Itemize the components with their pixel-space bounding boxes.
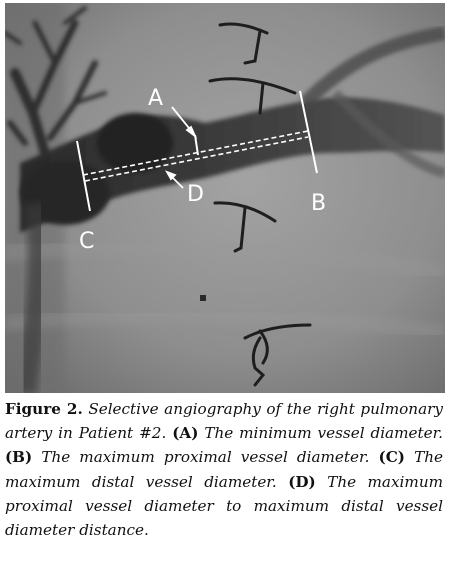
vessel-branches bbox=[5, 6, 107, 158]
pointer-arrows bbox=[164, 106, 198, 189]
caption-a-text: The minimum ves­sel diameter. bbox=[204, 424, 444, 443]
caption-intro: Selective angiography of the right pul­m… bbox=[5, 400, 443, 443]
caption-d-label: (D) bbox=[288, 472, 316, 491]
angiography-svg: A D B C bbox=[5, 3, 445, 393]
line-d bbox=[82, 130, 309, 182]
caption-d-text: The maximum proximal vessel diameter to … bbox=[5, 472, 443, 540]
line-a bbox=[194, 134, 199, 156]
label-d: D bbox=[187, 182, 204, 207]
caption-a-label: (A) bbox=[172, 424, 199, 443]
caption-b-text: The maximum proximal vessel diameter. bbox=[41, 448, 370, 467]
caption-c-label: (C) bbox=[378, 448, 405, 467]
label-c: C bbox=[79, 229, 94, 254]
figure-caption: Figure 2. Selective angiography of the r… bbox=[5, 397, 443, 542]
caption-b-label: (B) bbox=[5, 448, 33, 467]
angiography-image: A D B C bbox=[5, 3, 445, 393]
measurement-lines bbox=[76, 90, 318, 212]
line-b bbox=[299, 90, 318, 174]
label-b: B bbox=[311, 191, 326, 216]
caption-figure-label: Figure 2. bbox=[5, 400, 83, 418]
caption-c-text: The maximum distal vessel diameter. bbox=[5, 448, 443, 491]
line-c bbox=[76, 140, 91, 212]
label-a: A bbox=[148, 86, 163, 111]
sternal-wires bbox=[208, 22, 312, 387]
